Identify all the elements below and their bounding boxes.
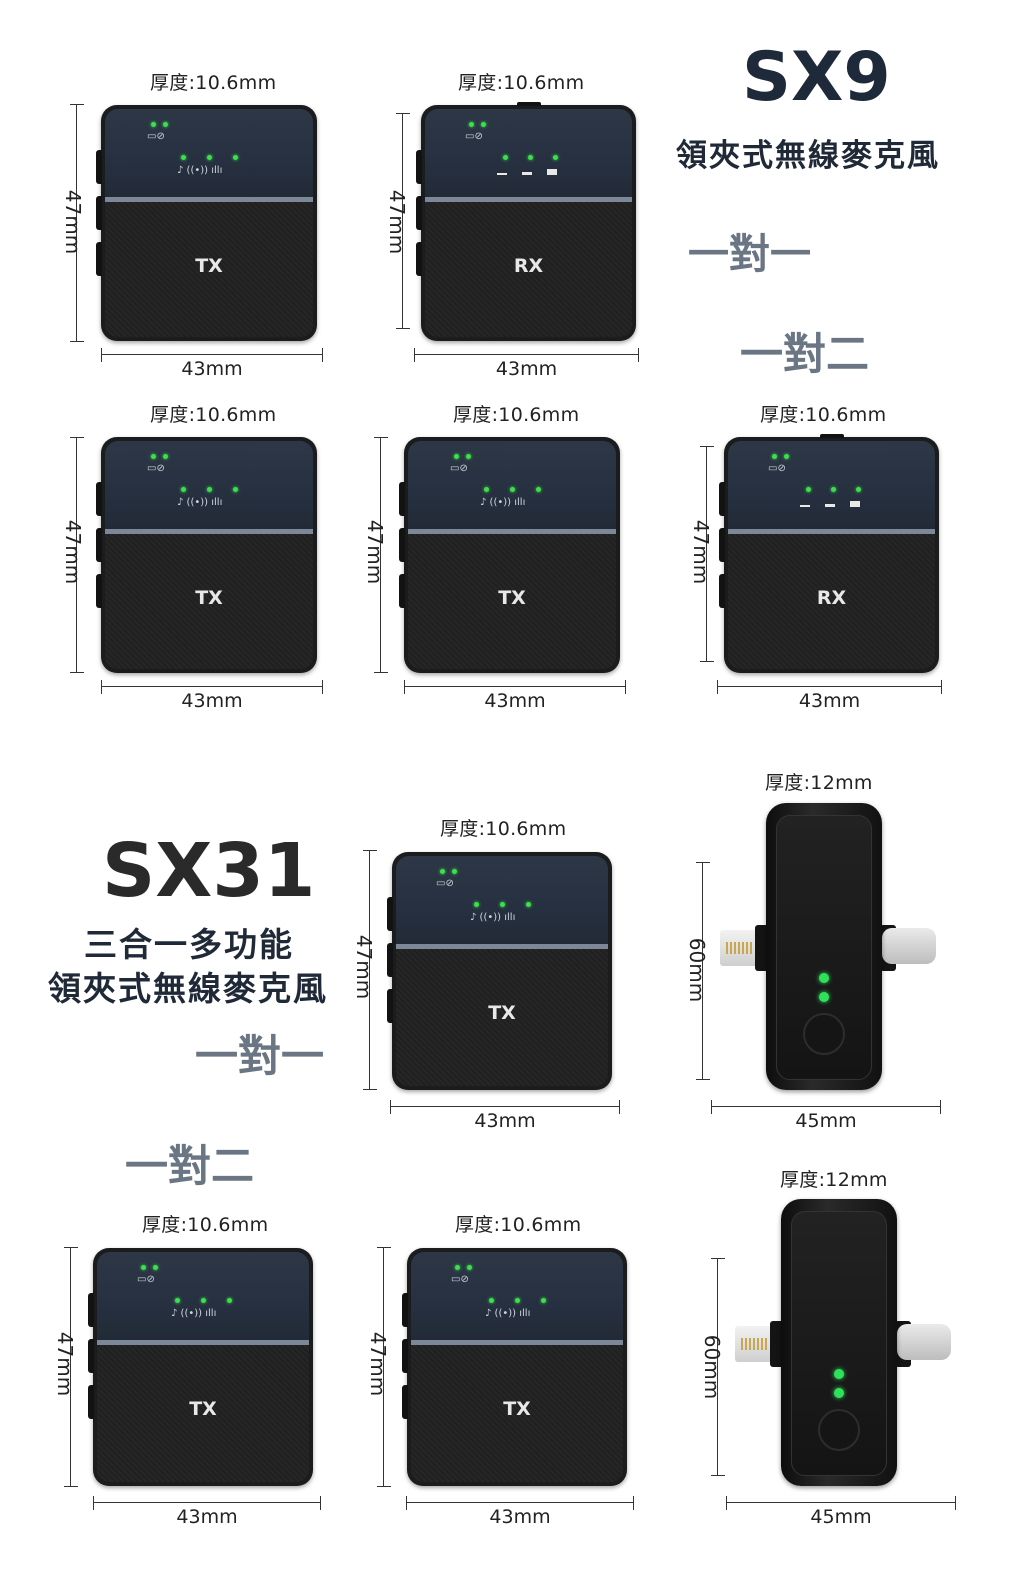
- height-dimension: [70, 104, 84, 342]
- sx31-title: SX31: [102, 828, 316, 914]
- tx-transmitter: ▭⊘ ♪ ((•)) ıllı TX: [96, 105, 317, 341]
- width-label: 43mm: [181, 690, 243, 712]
- battery-icon: ▭⊘: [147, 463, 165, 474]
- rx-label: RX: [816, 587, 847, 609]
- usb-c-plug-icon: [882, 928, 936, 964]
- battery-icon: ▭⊘: [451, 1274, 469, 1285]
- thickness-label: 厚度:12mm: [780, 1169, 888, 1191]
- height-dimension: [377, 1247, 391, 1487]
- tx-transmitter: ▭⊘ ♪ ((•)) ıllı TX: [88, 1248, 313, 1486]
- tx-transmitter: ▭⊘ ♪ ((•)) ıllı TX: [387, 852, 612, 1090]
- thickness-label: 厚度:10.6mm: [453, 404, 580, 426]
- battery-icon: ▭⊘: [450, 463, 468, 474]
- height-dimension: [696, 862, 710, 1080]
- height-label: 60mm: [685, 937, 710, 1003]
- sx9-subtitle: 領夾式無線麥克風: [676, 138, 940, 174]
- height-label: 47mm: [689, 519, 714, 585]
- tx-label: TX: [189, 1398, 217, 1420]
- height-label: 47mm: [352, 934, 377, 1000]
- sx9-pair-two: 一對二: [740, 330, 869, 380]
- tx-transmitter: ▭⊘ ♪ ((•)) ıllı TX: [402, 1248, 627, 1486]
- tx-label: TX: [195, 255, 223, 277]
- tx-label: TX: [488, 1002, 516, 1024]
- height-dimension: [363, 850, 377, 1090]
- thickness-label: 厚度:10.6mm: [150, 72, 277, 94]
- signal-bars-icon: [497, 165, 577, 175]
- sx31-subtitle-line1: 三合一多功能: [84, 925, 294, 964]
- sx9-pair-one: 一對一: [688, 230, 811, 278]
- mic-icon: ♪ ((•)) ıllı: [485, 1308, 531, 1319]
- tx-label: TX: [503, 1398, 531, 1420]
- height-dimension: [711, 1258, 725, 1476]
- width-dimension: 45mm: [711, 1100, 941, 1132]
- thickness-label: 厚度:10.6mm: [440, 818, 567, 840]
- height-dimension: [374, 437, 388, 673]
- battery-icon: ▭⊘: [137, 1274, 155, 1285]
- tx-transmitter: ▭⊘ ♪ ((•)) ıllı TX: [96, 437, 317, 673]
- rx-label: RX: [513, 255, 544, 277]
- width-dimension: 43mm: [406, 1496, 634, 1528]
- battery-icon: ▭⊘: [147, 131, 165, 142]
- width-label: 43mm: [495, 358, 558, 380]
- thickness-label: 厚度:10.6mm: [458, 72, 585, 94]
- height-dimension: [64, 1247, 78, 1487]
- width-dimension: 43mm: [93, 1496, 321, 1528]
- power-button[interactable]: [803, 1013, 845, 1055]
- height-label: 47mm: [61, 189, 86, 255]
- sx31-subtitle-line2: 領夾式無線麥克風: [48, 969, 328, 1008]
- battery-icon: ▭⊘: [436, 878, 454, 889]
- width-label: 43mm: [484, 690, 546, 712]
- width-label: 43mm: [176, 1506, 238, 1528]
- rx-receiver: ▭⊘ RX: [416, 102, 636, 341]
- width-label: 45mm: [810, 1506, 872, 1528]
- tx-label: TX: [498, 587, 526, 609]
- mic-icon: ♪ ((•)) ıllı: [171, 1308, 217, 1319]
- height-label: 47mm: [53, 1331, 78, 1397]
- height-label: 47mm: [61, 519, 86, 585]
- width-label: 45mm: [795, 1110, 857, 1132]
- height-label: 60mm: [700, 1334, 725, 1400]
- width-dimension: 43mm: [414, 348, 639, 380]
- sx9-title: SX9: [742, 38, 891, 117]
- thickness-label: 厚度:10.6mm: [150, 404, 277, 426]
- height-label: 47mm: [366, 1331, 391, 1397]
- width-dimension: 43mm: [101, 348, 323, 380]
- height-dimension: [70, 437, 84, 673]
- signal-bars-icon: [800, 497, 880, 507]
- tx-transmitter: ▭⊘ ♪ ((•)) ıllı TX: [399, 437, 620, 673]
- height-label: 47mm: [385, 189, 410, 255]
- width-label: 43mm: [798, 690, 861, 712]
- battery-icon: ▭⊘: [768, 463, 786, 474]
- battery-icon: ▭⊘: [465, 131, 483, 142]
- thickness-label: 厚度:10.6mm: [455, 1214, 582, 1236]
- width-label: 43mm: [474, 1110, 536, 1132]
- thickness-label: 厚度:10.6mm: [760, 404, 887, 426]
- rx-dongle-receiver: [781, 1199, 897, 1486]
- width-dimension: 43mm: [404, 680, 626, 712]
- tx-label: TX: [195, 587, 223, 609]
- mic-icon: ♪ ((•)) ıllı: [470, 912, 516, 923]
- sx31-pair-one: 一對一: [195, 1032, 324, 1082]
- width-dimension: 43mm: [717, 680, 942, 712]
- width-dimension: 43mm: [101, 680, 323, 712]
- power-button[interactable]: [818, 1409, 860, 1451]
- width-label: 43mm: [489, 1506, 551, 1528]
- sx31-pair-two: 一對二: [125, 1142, 254, 1192]
- height-label: 47mm: [363, 519, 388, 585]
- width-dimension: 45mm: [726, 1496, 956, 1528]
- height-dimension: [396, 113, 410, 329]
- mic-icon: ♪ ((•)) ıllı: [480, 497, 526, 508]
- thickness-label: 厚度:10.6mm: [142, 1214, 269, 1236]
- usb-c-plug-icon: [897, 1324, 951, 1360]
- width-dimension: 43mm: [390, 1100, 620, 1132]
- rx-receiver: ▭⊘ RX: [719, 434, 939, 673]
- rx-dongle-receiver: [766, 803, 882, 1090]
- width-label: 43mm: [181, 358, 243, 380]
- height-dimension: [700, 446, 714, 662]
- thickness-label: 厚度:12mm: [765, 772, 873, 794]
- mic-icon: ♪ ((•)) ıllı: [177, 497, 223, 508]
- mic-icon: ♪ ((•)) ıllı: [177, 165, 223, 176]
